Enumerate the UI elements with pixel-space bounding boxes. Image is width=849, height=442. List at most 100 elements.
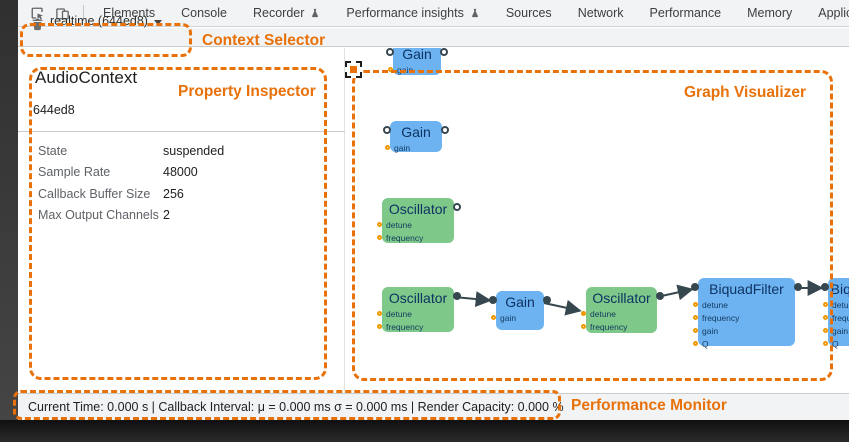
node-output-port	[440, 48, 448, 56]
node-param-detune: detune	[377, 218, 454, 231]
audio-node-gain[interactable]: Gain gain	[489, 291, 551, 330]
property-value: 256	[163, 186, 184, 201]
param-label: detune	[386, 308, 412, 319]
node-title: Gain	[505, 294, 535, 310]
param-port-icon	[377, 235, 382, 240]
audio-node-oscillator[interactable]: Oscillator detune frequency	[581, 287, 664, 333]
param-port-icon	[491, 315, 496, 320]
node-param-detune: detune	[581, 307, 657, 320]
node-output-port	[453, 203, 461, 211]
param-label: frequency	[386, 232, 424, 243]
browser-edge-strip	[0, 0, 18, 420]
tab-label: Sources	[505, 6, 552, 20]
param-label: gain	[500, 312, 517, 323]
property-value: suspended	[163, 143, 225, 158]
param-port-icon	[693, 302, 698, 307]
tab-strip: Elements Console Recorder Performance insig…	[90, 0, 849, 26]
node-output-port	[441, 126, 449, 134]
tab-performance-insights[interactable]: Performance insights	[333, 0, 492, 26]
node-param-frequency: frequency	[581, 320, 657, 333]
param-label: frequency	[590, 321, 628, 332]
tab-performance[interactable]: Performance	[637, 0, 735, 26]
experiment-flask-icon	[471, 8, 478, 18]
tab-label: Performance insights	[346, 6, 464, 20]
param-label: gain	[397, 64, 414, 75]
audio-node-gain[interactable]: Gain gain	[383, 121, 449, 154]
clear-context-button[interactable]	[29, 15, 46, 36]
param-port-icon	[388, 67, 393, 72]
divider	[18, 131, 345, 132]
performance-monitor-text: Current Time: 0.000 s | Callback Interva…	[28, 400, 564, 414]
node-title: BiquadFilter	[830, 281, 849, 297]
tab-console[interactable]: Console	[168, 0, 240, 26]
tab-application[interactable]: Application	[805, 0, 849, 26]
property-row: State suspended	[38, 140, 333, 162]
node-param-gain: gain	[693, 324, 795, 337]
node-title: Gain	[401, 124, 431, 140]
devtools-panel: Elements Console Recorder Performance insig…	[18, 0, 849, 420]
webaudio-toolbar: realtime (644ed8)	[18, 14, 849, 47]
tab-label: Recorder	[252, 6, 305, 20]
param-label: frequency	[832, 312, 849, 323]
inspect-cursor-icon	[31, 7, 43, 20]
node-title: Oscillator	[388, 201, 448, 217]
context-selector-value: realtime (644ed8)	[50, 14, 148, 28]
tab-memory[interactable]: Memory	[734, 0, 805, 26]
node-param-detune: detune	[377, 307, 454, 320]
param-label: gain	[394, 142, 411, 153]
tab-elements[interactable]: Elements	[90, 0, 168, 26]
param-port-icon	[693, 328, 698, 333]
chevron-down-icon	[153, 19, 162, 25]
annotation-corner-marker	[345, 61, 362, 78]
node-title: Oscillator	[388, 290, 448, 306]
node-input-port	[386, 48, 394, 56]
node-param-q: Q	[823, 337, 849, 350]
node-param-frequency: frequency	[377, 320, 454, 333]
param-port-icon	[823, 315, 828, 320]
property-row: Sample Rate 48000	[38, 162, 333, 184]
context-title: AudioContext	[35, 68, 138, 87]
experiment-flask-icon	[312, 8, 319, 18]
context-selector-dropdown[interactable]: realtime (644ed8)	[50, 14, 162, 28]
param-label: gain	[832, 325, 849, 336]
tab-label: Application	[818, 6, 849, 20]
node-input-port	[383, 126, 391, 134]
param-label: detune	[590, 308, 616, 319]
param-port-icon	[377, 311, 382, 316]
inspect-element-button[interactable]	[25, 3, 50, 24]
param-label: Q	[832, 338, 839, 349]
node-input-port	[691, 283, 699, 291]
property-value: 48000	[163, 165, 198, 180]
property-value: 2	[163, 208, 170, 223]
tab-label: Console	[181, 6, 227, 20]
context-id: 644ed8	[33, 103, 75, 117]
property-label: Sample Rate	[38, 165, 111, 180]
node-title: Oscillator	[592, 290, 651, 306]
tab-label: Performance	[649, 6, 722, 20]
param-port-icon	[823, 302, 828, 307]
toolbar-divider	[83, 5, 84, 21]
toolbar-icons	[18, 0, 90, 26]
tab-sources[interactable]: Sources	[493, 0, 565, 26]
param-label: gain	[702, 325, 719, 336]
device-toolbar-button[interactable]	[50, 3, 75, 24]
param-label: Q	[702, 338, 709, 349]
node-param-frequency: frequency	[823, 311, 849, 324]
property-label: State	[38, 143, 68, 158]
tab-network[interactable]: Network	[565, 0, 637, 26]
tab-recorder[interactable]: Recorder	[240, 0, 333, 26]
node-param-gain: gain	[388, 63, 441, 76]
param-port-icon	[693, 315, 698, 320]
node-param-gain: gain	[385, 141, 442, 154]
node-input-port	[489, 296, 497, 304]
property-label: Callback Buffer Size	[38, 186, 151, 201]
param-label: frequency	[702, 312, 740, 323]
